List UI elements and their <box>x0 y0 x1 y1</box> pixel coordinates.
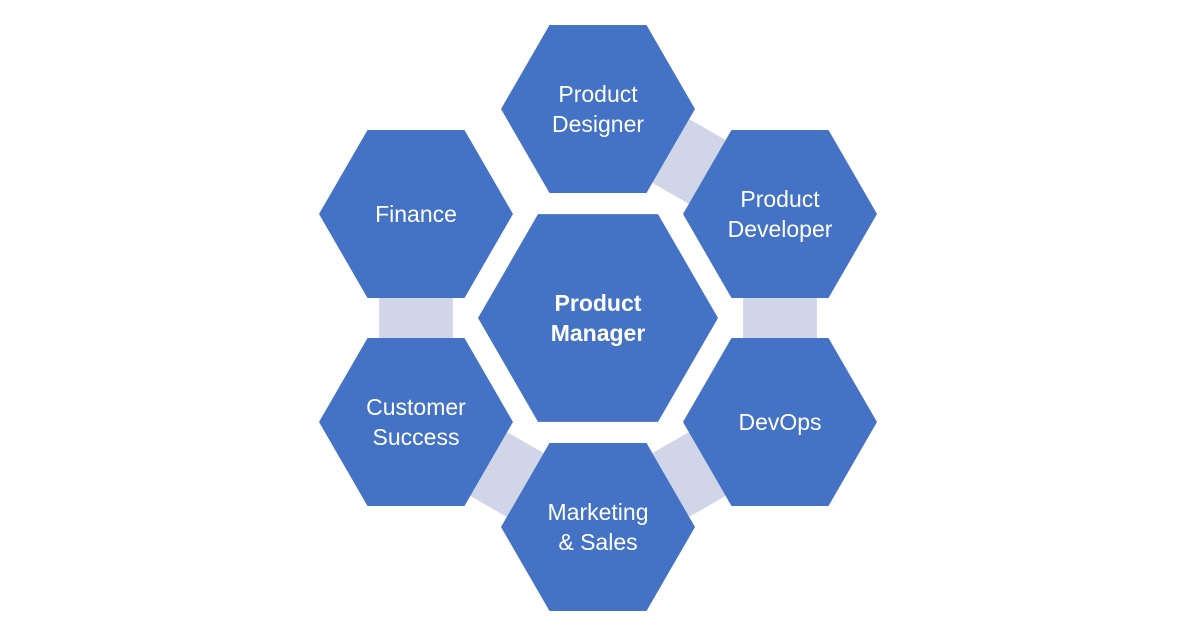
hexagon-label-marketing-sales-line-2: & Sales <box>558 529 637 555</box>
hexagon-label-product-manager-line-2: Manager <box>551 320 646 346</box>
hexagon-shape-customer-success <box>319 338 513 506</box>
hexagon-shape-product-manager <box>478 214 718 422</box>
hexagon-label-marketing-sales-line-1: Marketing <box>548 499 649 525</box>
hexagon-finance: Finance <box>319 130 513 298</box>
hexagon-label-customer-success-line-1: Customer <box>366 394 466 420</box>
hexagon-marketing-sales: Marketing & Sales <box>501 443 695 611</box>
hexagon-label-product-developer-line-1: Product <box>740 186 820 212</box>
hexagon-shape-product-designer <box>501 25 695 193</box>
hexagon-label-devops-line-1: DevOps <box>738 409 821 435</box>
hexagon-shape-devops <box>683 338 877 506</box>
hexagon-label-product-manager-line-1: Product <box>555 290 642 316</box>
connector-devops-marketing-sales <box>652 432 726 517</box>
connector-product-developer-devops <box>743 298 817 338</box>
hexagon-label-customer-success-line-2: Success <box>373 424 460 450</box>
hexagon-label-finance-line-1: Finance <box>375 201 457 227</box>
connector-layer <box>379 119 817 517</box>
hexagon-label-product-developer-line-2: Developer <box>728 216 833 242</box>
hexagon-shape-marketing-sales <box>501 443 695 611</box>
hexagon-shape-product-developer <box>683 130 877 298</box>
connector-customer-success-finance <box>379 298 453 338</box>
hexagon-label-product-designer-line-1: Product <box>558 81 638 107</box>
hexagon-label-product-designer-line-2: Designer <box>552 111 644 137</box>
connector-product-designer-product-developer <box>652 119 726 204</box>
hexagon-layer: ProductManagerProductDesignerProductDeve… <box>319 25 877 611</box>
connector-marketing-sales-customer-success <box>470 432 544 517</box>
hexagon-shape-finance <box>319 130 513 298</box>
hexagon-devops: DevOps <box>683 338 877 506</box>
